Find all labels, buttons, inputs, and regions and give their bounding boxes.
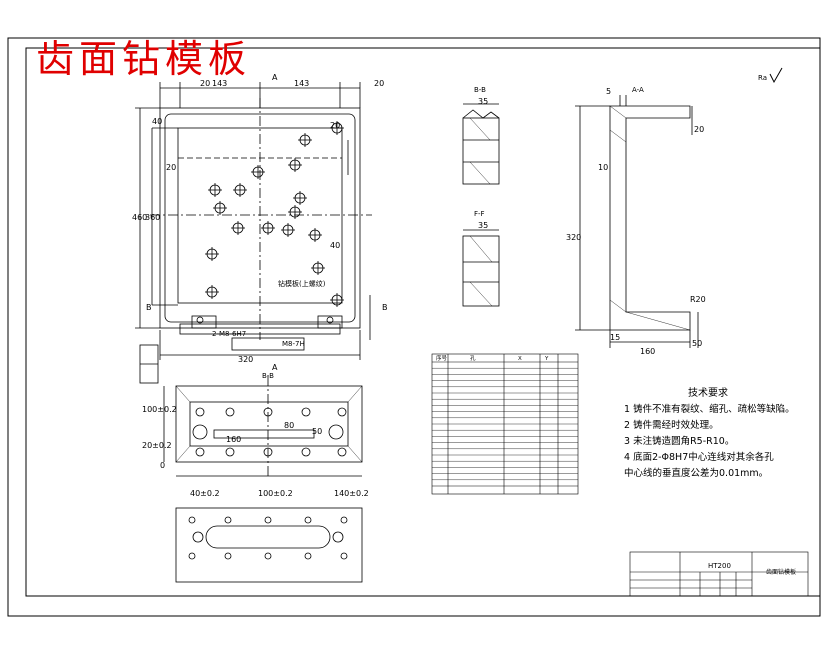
svg-text:B-B: B-B [262, 372, 274, 380]
svg-text:A: A [272, 73, 278, 82]
svg-text:孔: 孔 [470, 354, 476, 362]
tech-item-3: 3 未注铸造圆角R5-R10。 [624, 436, 735, 447]
plan-view [135, 82, 372, 360]
svg-text:M8-7H: M8-7H [282, 340, 305, 348]
elevation-dims: B-B 100±0.2 20±0.2 160 80 50 40±0.2 100±… [142, 372, 369, 498]
section-bb-dim: 35 [478, 97, 488, 106]
svg-text:143: 143 [212, 79, 227, 88]
drawing-title: 齿面钻模板 [36, 37, 252, 81]
svg-text:20: 20 [200, 79, 210, 88]
svg-text:80: 80 [284, 421, 294, 430]
section-aa-dims: A-A 5 20 10 320 15 160 50 R20 [566, 86, 706, 356]
roughness-symbol: Ra [758, 67, 783, 84]
svg-text:100±0.2: 100±0.2 [142, 405, 177, 414]
tech-requirements-title: 技术要求 [688, 388, 728, 399]
svg-text:20: 20 [330, 121, 340, 130]
svg-text:2-M8-6H7: 2-M8-6H7 [212, 330, 246, 338]
svg-text:20: 20 [166, 163, 176, 172]
small-detail [139, 337, 305, 384]
svg-text:X: X [518, 356, 522, 362]
tech-item-1: 1 铸件不准有裂纹、缩孔、疏松等缺陷。 [624, 404, 795, 415]
svg-text:360: 360 [145, 213, 160, 222]
section-ff-dim: 35 [478, 221, 488, 230]
elevation-view [163, 376, 363, 478]
svg-text:R20: R20 [690, 295, 706, 304]
svg-text:A: A [272, 363, 278, 372]
svg-text:160: 160 [640, 347, 655, 356]
section-bb-label: B-B [474, 86, 486, 94]
svg-text:Ra: Ra [758, 74, 767, 82]
section-ff [462, 229, 500, 307]
title-block [629, 551, 809, 597]
svg-text:40±0.2: 40±0.2 [190, 489, 220, 498]
plan-holes [196, 121, 344, 324]
svg-text:20: 20 [374, 79, 384, 88]
svg-text:20: 20 [694, 125, 704, 134]
plan-dim-labels: 20 143 143 20 40 20 360 460 20 40 320 A … [132, 73, 388, 372]
section-bb [462, 103, 500, 185]
svg-text:40: 40 [152, 117, 162, 126]
svg-text:A-A: A-A [632, 86, 644, 94]
svg-text:B: B [146, 303, 152, 312]
section-ff-label: F-F [474, 210, 485, 218]
svg-text:10: 10 [598, 163, 608, 172]
hole-table-headers: 序号 孔 X Y [436, 354, 549, 362]
svg-text:20±0.2: 20±0.2 [142, 441, 172, 450]
svg-text:40: 40 [330, 241, 340, 250]
svg-text:140±0.2: 140±0.2 [334, 489, 369, 498]
title-block-name: 齿面钻模板 [766, 568, 796, 576]
section-aa [575, 95, 699, 348]
svg-text:15: 15 [610, 333, 620, 342]
svg-text:50: 50 [692, 339, 702, 348]
svg-text:50: 50 [312, 427, 322, 436]
svg-text:320: 320 [238, 355, 253, 364]
tech-item-4: 4 底面2-Φ8H7中心连线对其余各孔 [624, 452, 774, 463]
svg-text:钻模板(上螺纹): 钻模板(上螺纹) [278, 279, 326, 288]
tech-requirements: 技术要求 1 铸件不准有裂纹、缩孔、疏松等缺陷。 2 铸件需经时效处理。 3 未… [624, 386, 795, 482]
svg-text:460: 460 [132, 213, 147, 222]
svg-text:320: 320 [566, 233, 581, 242]
svg-text:100±0.2: 100±0.2 [258, 489, 293, 498]
bottom-plate-view [175, 507, 363, 583]
hole-table-rows [432, 368, 578, 480]
tech-item-4-cont: 中心线的垂直度公差为0.01mm。 [624, 468, 769, 479]
svg-text:5: 5 [606, 87, 611, 96]
title-block-material: HT200 [708, 562, 731, 570]
svg-text:143: 143 [294, 79, 309, 88]
svg-text:序号: 序号 [436, 354, 448, 362]
svg-text:Y: Y [544, 356, 549, 362]
svg-text:B: B [382, 303, 388, 312]
svg-text:160: 160 [226, 435, 241, 444]
tech-item-2: 2 铸件需经时效处理。 [624, 420, 719, 431]
svg-text:0: 0 [160, 461, 165, 470]
inner-border [25, 47, 821, 597]
